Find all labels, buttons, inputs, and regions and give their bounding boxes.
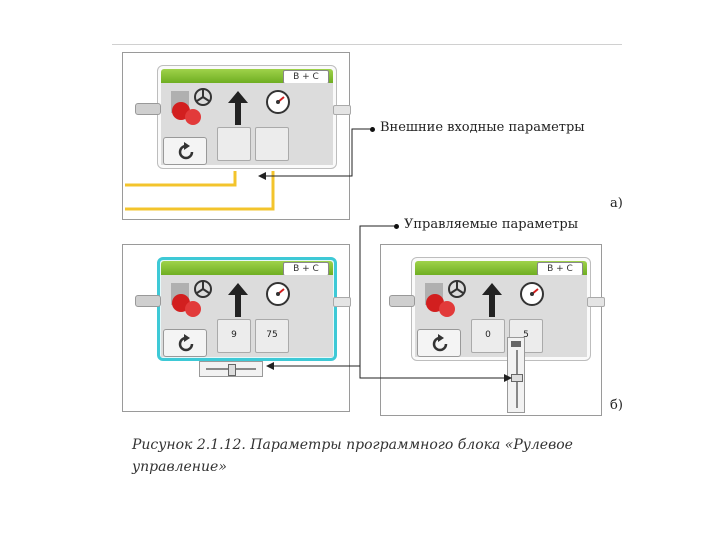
loop-mode-icon [178, 142, 194, 160]
steering-input-slot[interactable] [217, 127, 251, 161]
label-bullet [370, 127, 375, 132]
caption-line-1: Рисунок 2.1.12. Параметры программного б… [132, 437, 573, 453]
controlled-params-label: Управляемые параметры [404, 217, 579, 232]
steering-motor-icon [425, 280, 466, 317]
slider-handle[interactable] [228, 364, 236, 376]
power-gauge-icon [266, 282, 290, 306]
steering-slider-popup[interactable] [199, 361, 263, 377]
steering-motor-icon [171, 88, 212, 125]
panel-a: B + C [122, 52, 351, 220]
panel-b-right: B + C 0 5 [380, 244, 605, 416]
steering-block-a[interactable]: B + C [135, 65, 351, 169]
power-gauge-icon [266, 90, 290, 114]
sequence-plug-in [135, 103, 161, 115]
mode-selector[interactable] [163, 137, 207, 165]
figure-caption: Рисунок 2.1.12. Параметры программного б… [132, 434, 612, 478]
sequence-plug-out [587, 297, 605, 307]
slider-cap-icon [511, 341, 521, 347]
steering-block-b2[interactable]: B + C 0 5 [389, 257, 605, 361]
caption-line-2: управление» [132, 459, 227, 475]
sequence-plug-in [389, 295, 415, 307]
steering-arrow-icon [228, 283, 248, 317]
wire-connections [125, 171, 275, 211]
steering-block-b1[interactable]: B + C 9 75 [135, 257, 351, 361]
power-value: 75 [266, 330, 278, 340]
part-a-label: а) [610, 196, 623, 211]
steering-value: 9 [231, 330, 237, 340]
panel-b-left: B + C 9 75 [122, 244, 351, 412]
power-value: 5 [523, 330, 529, 340]
sequence-plug-out [333, 105, 351, 115]
steering-value: 0 [485, 330, 491, 340]
power-input-slot[interactable] [255, 127, 289, 161]
loop-mode-icon [432, 334, 448, 352]
mode-selector[interactable] [163, 329, 207, 357]
power-value-slot[interactable]: 75 [255, 319, 289, 353]
steering-motor-icon [171, 280, 212, 317]
part-b-label: б) [610, 398, 623, 413]
steering-arrow-icon [482, 283, 502, 317]
loop-mode-icon [178, 334, 194, 352]
steering-value-slot[interactable]: 9 [217, 319, 251, 353]
label-bullet [394, 224, 399, 229]
steering-arrow-icon [228, 91, 248, 125]
external-params-label: Внешние входные параметры [380, 120, 585, 135]
sequence-plug-in [135, 295, 161, 307]
power-gauge-icon [520, 282, 544, 306]
sequence-plug-out [333, 297, 351, 307]
steering-value-slot[interactable]: 0 [471, 319, 505, 353]
mode-selector[interactable] [417, 329, 461, 357]
top-divider [112, 44, 622, 45]
